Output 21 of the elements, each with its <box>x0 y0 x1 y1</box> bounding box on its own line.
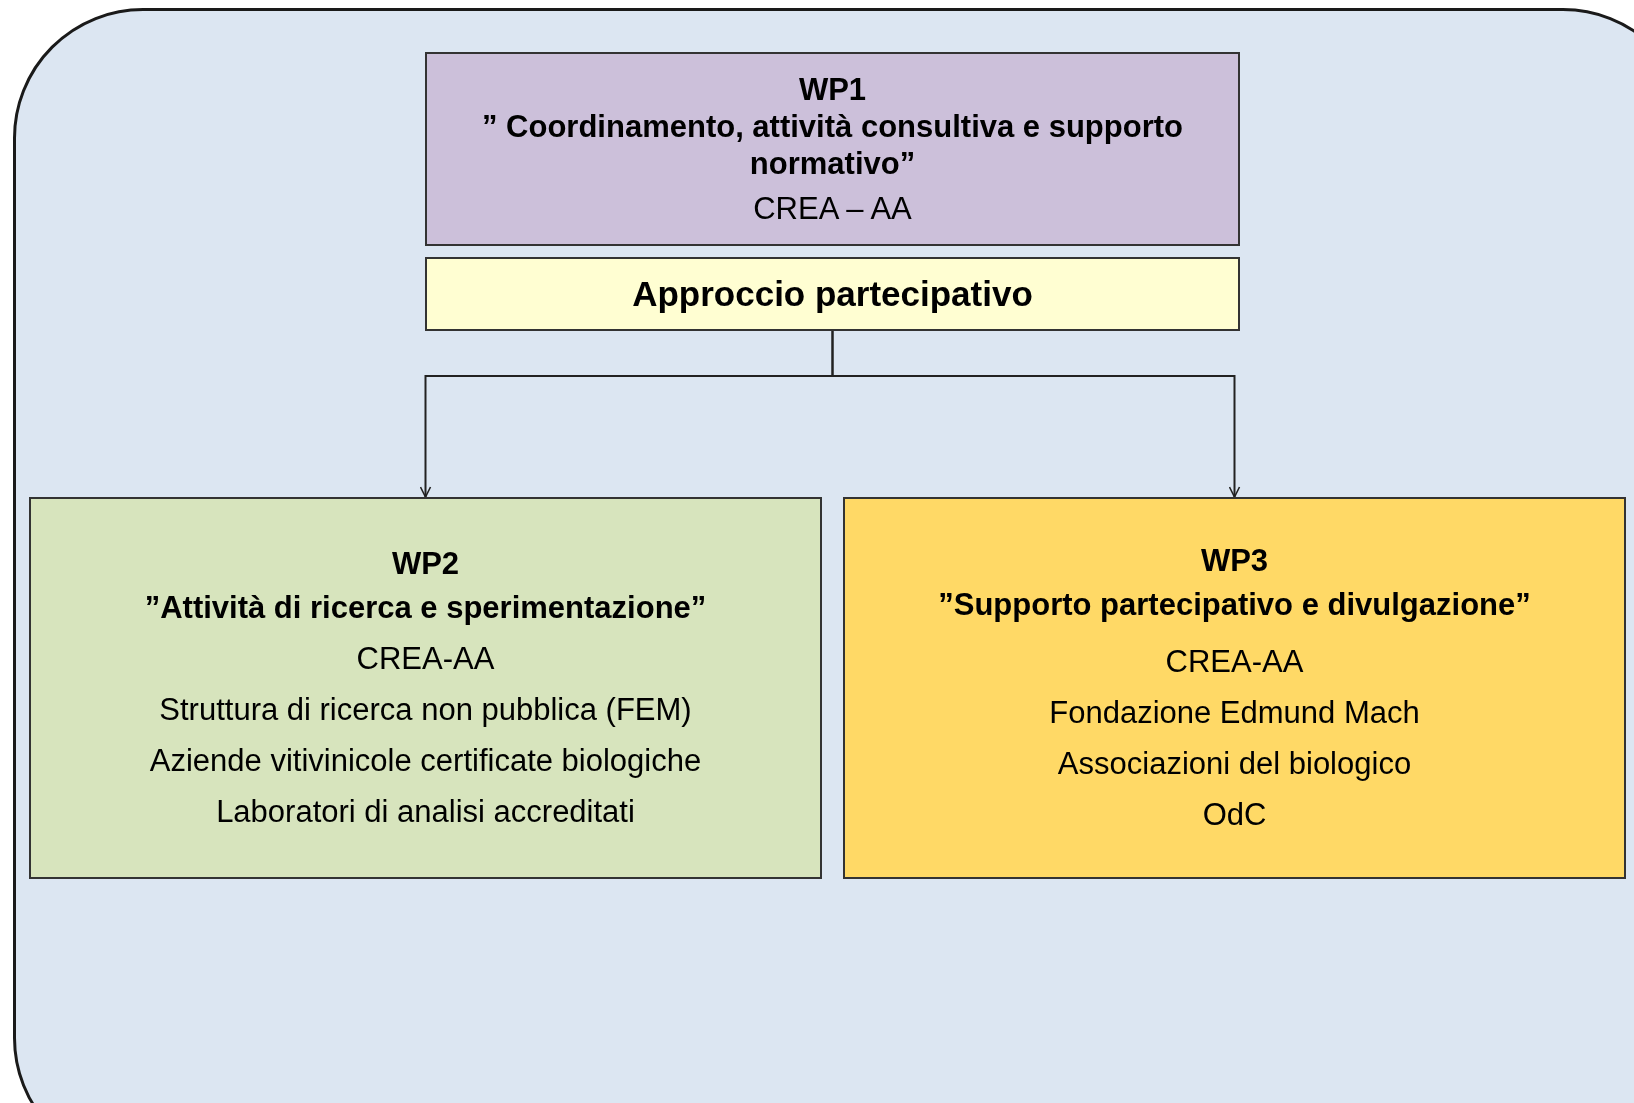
body-text: Associazioni del biologico <box>1056 745 1413 783</box>
process-box <box>425 257 1240 331</box>
body-text: Fondazione Edmund Mach <box>1048 694 1421 732</box>
heading: WP1 <box>797 70 868 108</box>
body-text: CREA-AA <box>355 639 496 677</box>
heading: WP3 <box>1199 542 1270 580</box>
body-text: Struttura di ricerca non pubblica (FEM) <box>158 691 693 729</box>
title-text: ” Coordinamento, attività consultiva e supporto normativo” <box>481 107 1184 183</box>
heading: WP2 <box>390 545 461 583</box>
body-text: Aziende vitivinicole certificate biologiche <box>148 742 703 780</box>
process-box <box>425 52 1240 246</box>
body-text: Laboratori di analisi accreditati <box>215 793 636 831</box>
process-box <box>29 497 822 879</box>
body-text: CREA – AA <box>752 190 913 228</box>
title-text: ”Supporto partecipativo e divulgazione” <box>937 585 1532 623</box>
title-text: Approccio partecipativo <box>631 273 1034 315</box>
process-box <box>843 497 1626 879</box>
body-text: OdC <box>1201 796 1268 834</box>
arrow <box>831 330 1241 498</box>
title-text: ”Attività di ricerca e sperimentazione” <box>143 588 708 626</box>
body-text: CREA-AA <box>1164 642 1305 680</box>
